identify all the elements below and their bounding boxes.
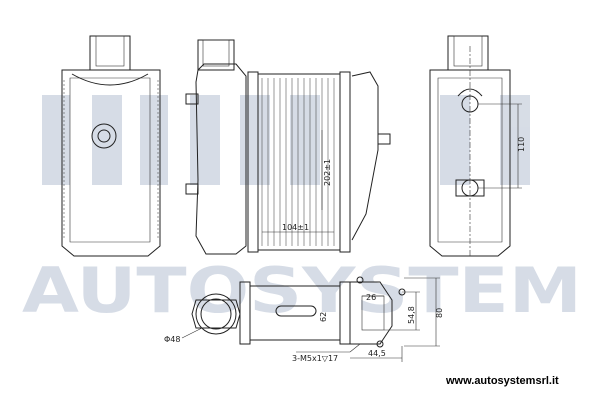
front-view: 104±1 202±1 — [185, 39, 391, 255]
cooling-fins — [261, 78, 335, 246]
dim-bolt-spec: 3-M5x1▽17 — [292, 354, 338, 363]
watermark-logo: AUTOSYSTEM — [22, 95, 582, 327]
dim-height-54: 54,8 — [407, 306, 416, 324]
top-view: 26 54,8 80 44,5 62 Φ48 3-M5x1▽17 — [164, 276, 444, 363]
dim-width-44: 44,5 — [368, 349, 386, 358]
dim-width-26: 26 — [366, 293, 376, 302]
dim-height-80: 80 — [435, 308, 444, 318]
right-view: 110 — [429, 35, 526, 257]
dim-height-core: 202±1 — [323, 159, 332, 186]
dim-depth-62: 62 — [319, 312, 328, 322]
dim-width-core: 104±1 — [282, 223, 309, 232]
left-view — [61, 35, 161, 257]
dim-height-110: 110 — [517, 137, 526, 152]
watermark-text: AUTOSYSTEM — [22, 254, 582, 327]
dim-pipe-diameter: Φ48 — [164, 335, 180, 344]
website-url: www.autosystemsrl.it — [445, 375, 559, 387]
